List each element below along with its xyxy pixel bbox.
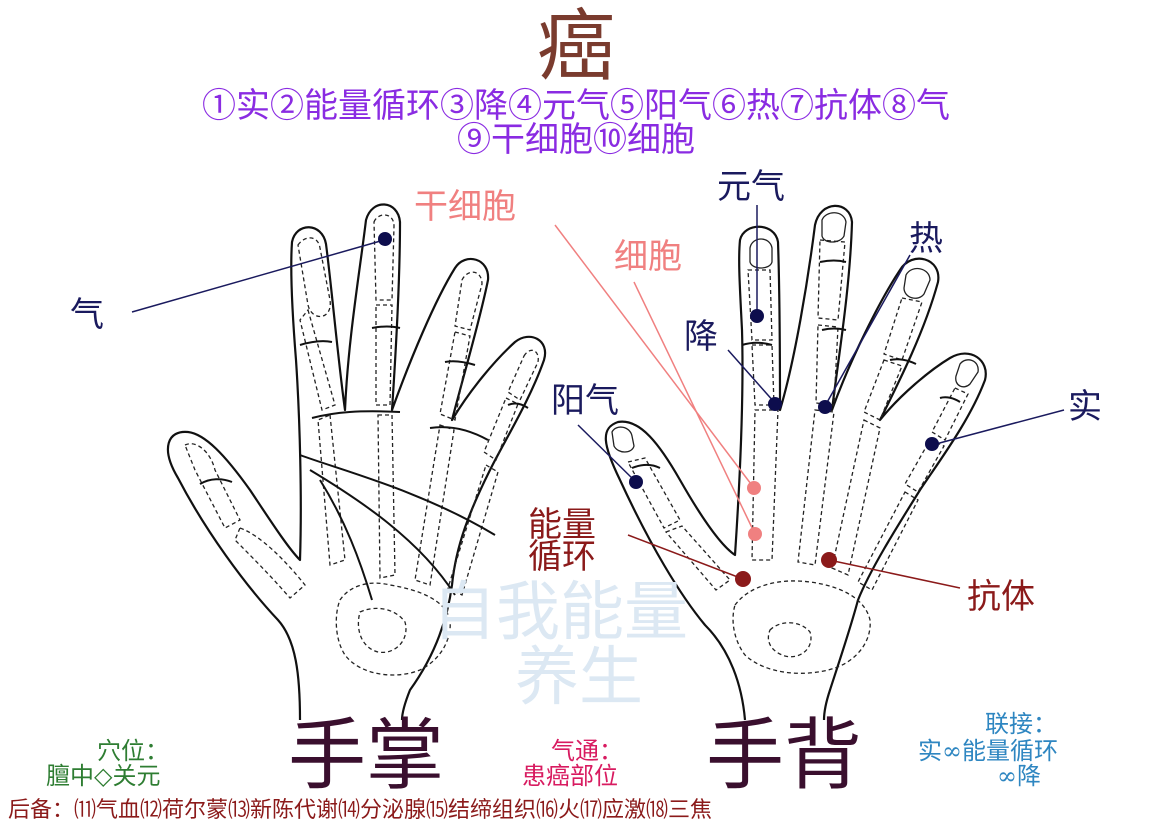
- label-yangqi: 阳气: [551, 381, 619, 421]
- legend-line-1: ①实②能量循环③降④元气⑤阳气⑥热⑦抗体⑧气: [202, 86, 950, 126]
- palm-title: 手掌: [288, 711, 445, 801]
- watermark-line-1: 自我能量: [432, 576, 688, 650]
- leader-lines: [131, 205, 1065, 589]
- label-ganxibao: 干细胞: [414, 187, 516, 227]
- label-xibao: 细胞: [614, 237, 682, 277]
- acupoints-label: 穴位：: [97, 737, 169, 765]
- legend-line-2: ⑨干细胞⑩细胞: [457, 120, 695, 160]
- palm-hand: [167, 203, 547, 721]
- acupoints: [378, 232, 939, 587]
- watermark-line-2: 养生: [515, 641, 643, 715]
- label-re: 热: [909, 219, 943, 259]
- acupoints-value: 膻中◇关元: [46, 762, 161, 790]
- label-jiang: 降: [684, 317, 718, 357]
- footer-backup: 后备：⑾气血⑿荷尔蒙⒀新陈代谢⒁分泌腺⒂结缔组织⒃火⒄应激⒅三焦: [8, 798, 713, 823]
- label-qi: 气: [70, 295, 104, 335]
- label-shi: 实: [1068, 387, 1102, 427]
- connect-label: 联接：: [985, 710, 1057, 738]
- back-hand: [604, 204, 987, 721]
- back-title: 手背: [706, 711, 863, 801]
- label-xunhuan: 循环: [528, 537, 596, 577]
- label-yuanqi: 元气: [717, 167, 785, 207]
- label-nengliang: 能量: [528, 505, 596, 545]
- qitong-value: 患癌部位: [522, 762, 618, 790]
- page-title: 癌: [536, 2, 615, 92]
- label-kangti: 抗体: [967, 577, 1035, 617]
- connect-line-1: 实∞能量循环: [918, 737, 1058, 765]
- qitong-label: 气通：: [551, 737, 623, 765]
- connect-line-2: ∞降: [997, 762, 1041, 790]
